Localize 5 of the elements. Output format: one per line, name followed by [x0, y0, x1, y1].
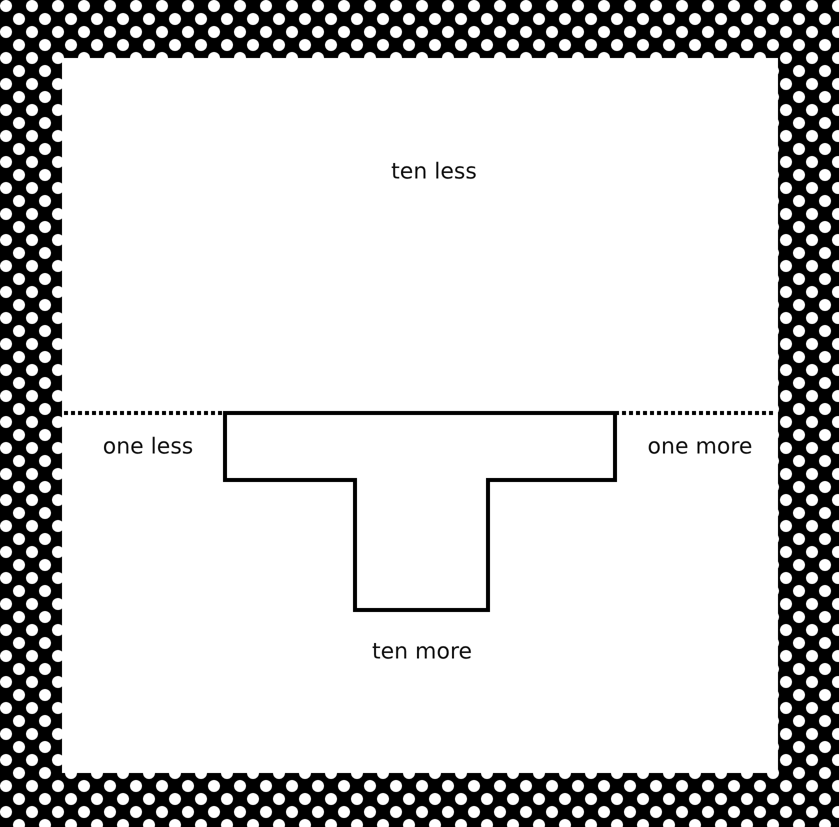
label-text: ten less: [391, 160, 477, 184]
label-text: one less: [102, 434, 194, 460]
t-shape-outline: [223, 411, 617, 612]
label-text: ten more: [372, 640, 472, 664]
label-text: one more: [648, 434, 752, 460]
